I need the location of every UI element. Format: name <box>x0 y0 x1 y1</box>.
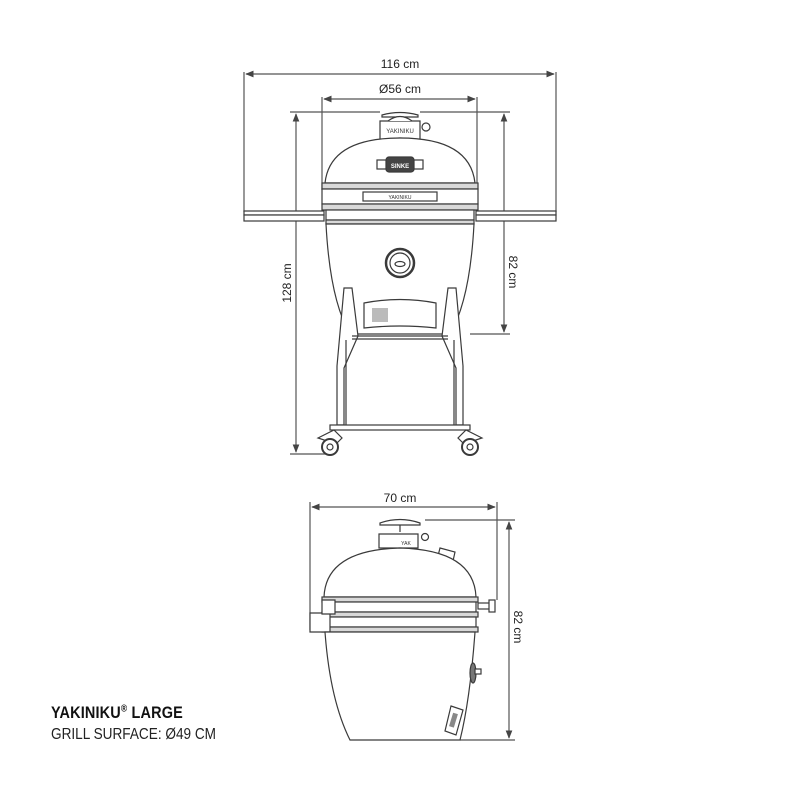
side-view <box>309 502 515 741</box>
dome-side <box>323 547 477 598</box>
lid-vent-badge-text: YAKINIKU <box>386 129 414 135</box>
product-caption: YAKINIKU® LARGE GRILL SURFACE: Ø49 CM <box>51 703 245 744</box>
bottom-vent <box>363 298 437 329</box>
label-height-82-front: 82 cm <box>506 256 520 289</box>
grill-surface-label: GRILL SURFACE: Ø49 CM <box>51 726 217 743</box>
label-width-116: 116 cm <box>381 57 419 71</box>
dimension-height-82-front <box>420 111 510 335</box>
handle <box>477 602 491 610</box>
registered-mark: ® <box>120 703 128 715</box>
caster-right <box>457 429 484 456</box>
front-view: SINKE <box>243 70 557 456</box>
dimension-height-128 <box>290 111 380 455</box>
side-thermometer <box>469 662 482 684</box>
label-depth-70: 70 cm <box>384 491 417 505</box>
top-vent-side <box>378 518 430 549</box>
side-lid-badge-text: YAK <box>401 541 411 547</box>
hinge <box>309 612 331 633</box>
product-name: YAKINIKU <box>51 703 121 722</box>
caster-left <box>316 429 343 456</box>
product-title: YAKINIKU® LARGE <box>51 703 216 723</box>
side-table-right <box>475 210 557 222</box>
dimension-width-116 <box>243 70 557 212</box>
side-table-left <box>243 210 325 222</box>
band-badge-text: YAKINIKU <box>389 195 412 201</box>
label-height-82-side: 82 cm <box>511 611 525 644</box>
dimension-height-82-side <box>425 519 515 741</box>
dimension-depth-70 <box>309 502 498 630</box>
upper-band <box>321 182 479 190</box>
svg-text:SINKE: SINKE <box>391 164 409 170</box>
stand <box>329 287 471 431</box>
lid-logo-badge: SINKE <box>376 156 424 173</box>
thermometer <box>384 247 416 279</box>
label-height-128: 128 cm <box>280 263 294 302</box>
label-diameter-56: Ø56 cm <box>379 82 421 96</box>
product-size: LARGE <box>131 703 183 722</box>
